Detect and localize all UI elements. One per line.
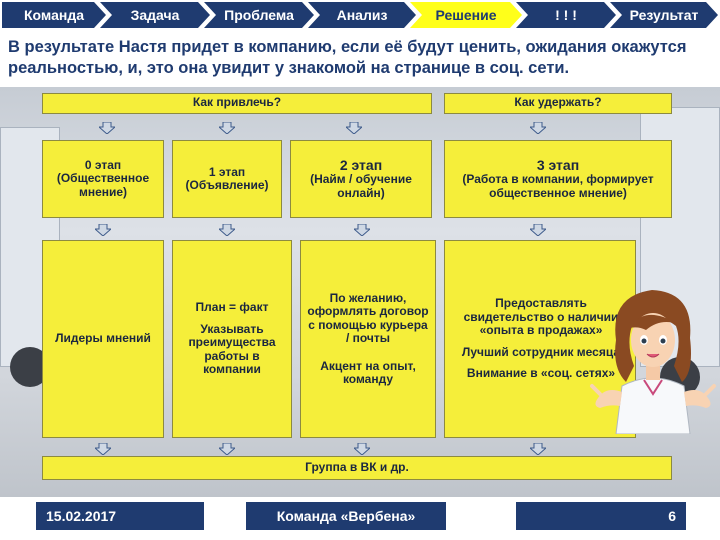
stage-title: 0 этап bbox=[84, 157, 122, 172]
nav-step-solution[interactable]: Решение bbox=[410, 2, 522, 28]
nav-step-label: Команда bbox=[24, 7, 84, 23]
down-arrow-icon bbox=[530, 122, 546, 134]
down-arrow-icon bbox=[95, 443, 111, 455]
stage-3-box: 3 этап (Работа в компании, формирует общ… bbox=[444, 140, 672, 218]
nav-step-label: Результат bbox=[629, 7, 699, 23]
stage-title: 2 этап bbox=[339, 157, 383, 173]
nav-step-problem[interactable]: Проблема bbox=[204, 2, 314, 28]
down-arrow-icon bbox=[219, 224, 235, 236]
footer-date: 15.02.2017 bbox=[36, 502, 204, 530]
down-arrow-icon bbox=[219, 443, 235, 455]
detail-column-0: Лидеры мнений bbox=[42, 240, 164, 438]
stage-2-box: 2 этап (Найм / обучение онлайн) bbox=[290, 140, 432, 218]
channel-box: Группа в ВК и др. bbox=[42, 456, 672, 480]
girl-character-icon bbox=[590, 290, 716, 434]
stage-subtitle: (Общественное мнение) bbox=[56, 171, 150, 199]
detail-column-2: По желанию, оформлять договор с помощью … bbox=[300, 240, 436, 438]
footer-team: Команда «Вербена» bbox=[246, 502, 446, 530]
detail-text: По желанию, оформлять договор с помощью … bbox=[307, 290, 429, 345]
nav-step-team[interactable]: Команда bbox=[2, 2, 106, 28]
stage-subtitle: (Найм / обучение онлайн) bbox=[310, 172, 412, 200]
stage-subtitle: (Объявление) bbox=[185, 178, 269, 192]
down-arrow-icon bbox=[219, 122, 235, 134]
detail-text: Указывать преимущества работы в компании bbox=[188, 321, 276, 377]
stage-subtitle: (Работа в компании, формирует общественн… bbox=[462, 172, 654, 200]
nav-step-label: Задача bbox=[130, 7, 180, 23]
detail-column-1: План = факт Указывать преимущества работ… bbox=[172, 240, 292, 438]
down-arrow-icon bbox=[530, 443, 546, 455]
down-arrow-icon bbox=[346, 122, 362, 134]
down-arrow-icon bbox=[99, 122, 115, 134]
nav-step-label: Решение bbox=[435, 7, 497, 23]
stage-title: 1 этап bbox=[208, 164, 246, 179]
nav-step-exclaim[interactable]: ! ! ! bbox=[516, 2, 616, 28]
nav-step-label: Анализ bbox=[336, 7, 388, 23]
detail-text: Акцент на опыт, команду bbox=[320, 358, 416, 386]
detail-text: Внимание в «соц. сетях» bbox=[466, 366, 616, 381]
down-arrow-icon bbox=[354, 224, 370, 236]
slide-heading: В результате Настя придет в компанию, ес… bbox=[8, 38, 687, 77]
detail-text: Лидеры мнений bbox=[55, 331, 151, 346]
down-arrow-icon bbox=[530, 224, 546, 236]
nav-step-label: ! ! ! bbox=[555, 7, 577, 23]
nav-step-analysis[interactable]: Анализ bbox=[308, 2, 416, 28]
process-nav: Команда Задача Проблема Анализ Решение !… bbox=[0, 0, 720, 32]
stage-1-box: 1 этап (Объявление) bbox=[172, 140, 282, 218]
down-arrow-icon bbox=[95, 224, 111, 236]
stage-title: 3 этап bbox=[536, 157, 580, 173]
retain-header: Как удержать? bbox=[444, 93, 672, 114]
attract-header: Как привлечь? bbox=[42, 93, 432, 114]
nav-step-result[interactable]: Результат bbox=[610, 2, 718, 28]
down-arrow-icon bbox=[354, 443, 370, 455]
detail-text: Лучший сотрудник месяца bbox=[461, 344, 621, 359]
detail-text: Предоставлять свидетельство о наличии «о… bbox=[463, 296, 619, 338]
detail-text: План = факт bbox=[195, 300, 269, 315]
stage-0-box: 0 этап (Общественное мнение) bbox=[42, 140, 164, 218]
page-number: 6 bbox=[516, 502, 686, 530]
nav-step-task[interactable]: Задача bbox=[100, 2, 210, 28]
nav-step-label: Проблема bbox=[224, 7, 294, 23]
